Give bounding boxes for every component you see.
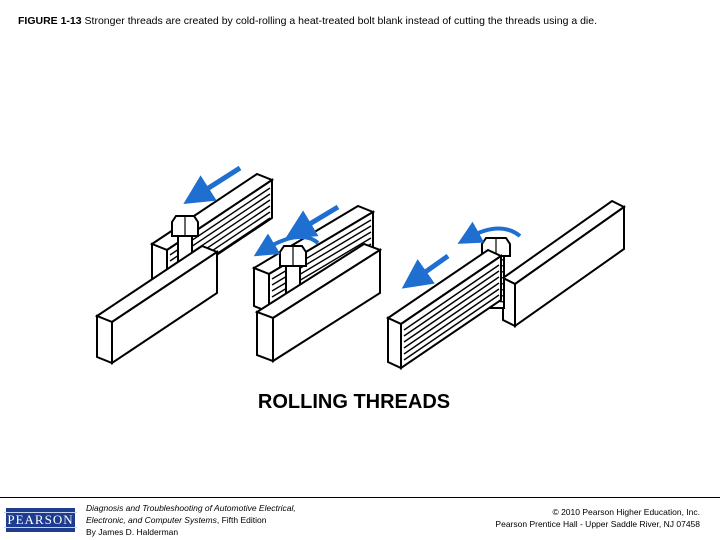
stage-2-dies	[251, 204, 383, 363]
figure-caption-text: Stronger threads are created by cold-rol…	[84, 15, 598, 27]
pearson-logo: PEARSON	[4, 508, 77, 532]
book-edition: , Fifth Edition	[216, 515, 267, 525]
arrow-3b-curved	[457, 221, 522, 244]
arrow-2b-curved	[253, 233, 320, 257]
figure-caption: FIGURE 1-13 Stronger threads are created…	[18, 14, 708, 28]
arrow-3a	[401, 253, 450, 289]
footer-divider	[0, 497, 720, 498]
stage-3-dies	[385, 199, 626, 370]
copyright-line1: © 2010 Pearson Higher Education, Inc.	[552, 507, 700, 517]
book-author: By James D. Halderman	[86, 527, 179, 537]
figure-heading: ROLLING THREADS	[258, 391, 450, 413]
copyright-line2: Pearson Prentice Hall - Upper Saddle Riv…	[495, 519, 700, 529]
book-info: Diagnosis and Troubleshooting of Automot…	[86, 502, 296, 538]
figure-label: FIGURE 1-13	[18, 15, 82, 27]
arrow-1	[183, 165, 242, 205]
rolling-threads-illustration: ROLLING THREADS	[94, 165, 626, 413]
book-title-line2: Electronic, and Computer Systems	[86, 515, 217, 525]
stage-1-dies	[94, 172, 275, 365]
copyright-notice: © 2010 Pearson Higher Education, Inc. Pe…	[495, 506, 700, 530]
book-title-line1: Diagnosis and Troubleshooting of Automot…	[86, 503, 296, 513]
arrow-2a	[285, 204, 340, 239]
